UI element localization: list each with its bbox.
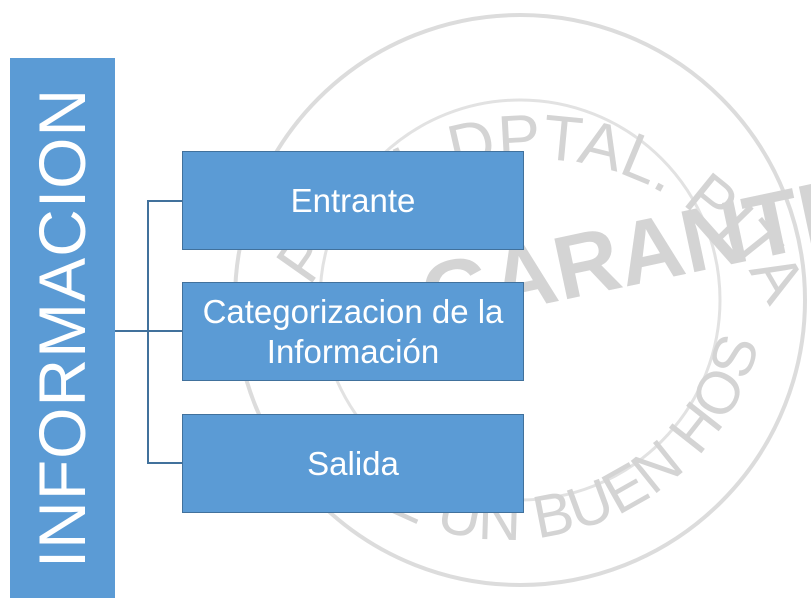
child-node-salida: Salida	[182, 414, 524, 513]
child-node-categorizacion: Categorizacion de la Información	[182, 282, 524, 381]
root-label: INFORMACION	[25, 87, 99, 569]
root-node: INFORMACION	[10, 58, 115, 598]
connector-stem	[115, 330, 148, 332]
connector-branch-salida	[147, 462, 182, 464]
child-label: Categorizacion de la Información	[202, 292, 504, 370]
child-node-entrante: Entrante	[182, 151, 524, 250]
child-label: Entrante	[290, 181, 416, 219]
child-label: Salida	[307, 444, 399, 482]
connector-branch-categorizacion	[147, 330, 182, 332]
connector-branch-entrante	[147, 200, 182, 202]
